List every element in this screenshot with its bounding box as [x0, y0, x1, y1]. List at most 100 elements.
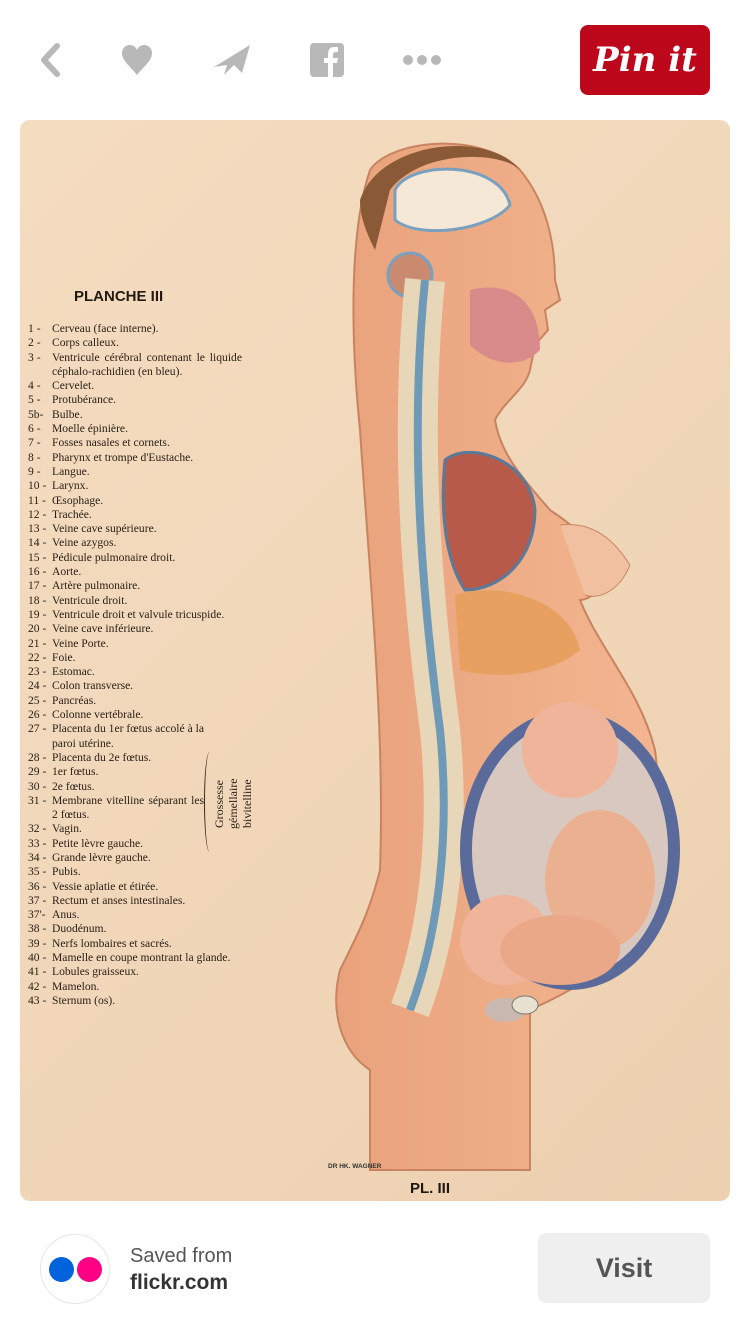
- legend-text: Placenta du 1er fœtus accolé à la paroi …: [52, 722, 204, 750]
- legend-number: 18 -: [28, 593, 47, 607]
- legend-item: 25 -Pancréas.: [28, 694, 254, 708]
- legend-text: Veine cave supérieure.: [52, 522, 157, 536]
- legend-item: 21 -Veine Porte.: [28, 637, 254, 651]
- legend-number: 8 -: [28, 450, 41, 464]
- legend-number: 26 -: [28, 708, 47, 722]
- legend-number: 13 -: [28, 522, 47, 536]
- legend-text: Lobules graisseux.: [52, 965, 139, 979]
- legend-item: 37'-Anus.: [28, 908, 254, 922]
- legend-text: Ventricule cérébral contenant le liquide…: [52, 350, 242, 378]
- legend-number: 19 -: [28, 607, 47, 621]
- legend-text: Membrane vitelline séparant les 2 fœtus.: [52, 793, 204, 822]
- legend-text: Larynx.: [52, 479, 89, 493]
- legend-number: 25 -: [28, 693, 47, 707]
- legend-number: 40 -: [28, 951, 47, 965]
- legend-text: Grande lèvre gauche.: [52, 850, 151, 864]
- legend-text: 2e fœtus.: [52, 779, 95, 793]
- legend-number: 11 -: [28, 493, 46, 507]
- visit-button[interactable]: Visit: [538, 1233, 710, 1303]
- fetus-head-1: [522, 702, 618, 798]
- legend-text: Fosses nasales et cornets.: [52, 436, 170, 450]
- legend-number: 32 -: [28, 822, 47, 836]
- legend-text: Aorte.: [52, 565, 82, 579]
- legend-text: Artère pulmonaire.: [52, 579, 141, 593]
- pin-footer: Saved from flickr.com Visit: [0, 1201, 750, 1334]
- legend-text: Ventricule droit et valvule tricuspide.: [52, 607, 225, 621]
- legend-item: 5b-Bulbe.: [28, 408, 254, 422]
- legend-item: 23 -Estomac.: [28, 665, 254, 679]
- legend-item: 38 -Duodénum.: [28, 922, 254, 936]
- facebook-icon[interactable]: [307, 40, 347, 80]
- plate-title: PLANCHE III: [74, 288, 164, 305]
- legend-item: 1 -Cerveau (face interne).: [28, 322, 254, 336]
- legend-text: Ventricule droit.: [52, 593, 128, 607]
- legend-item: 40 - Mamelle en coupe montrant la glande.: [28, 951, 254, 965]
- legend-text: Cervelet.: [52, 379, 95, 393]
- saved-from-label: Saved from: [130, 1245, 233, 1267]
- legend-number: 36 -: [28, 879, 47, 893]
- legend-text: Duodénum.: [52, 922, 107, 936]
- legend-number: 7 -: [28, 436, 41, 450]
- legend-item: 10 -Larynx.: [28, 479, 254, 493]
- legend-number: 23 -: [28, 665, 47, 679]
- legend-item: 35 -Pubis.: [28, 865, 254, 879]
- legend-text: Placenta du 2e fœtus.: [52, 750, 152, 764]
- legend-text: Petite lèvre gauche.: [52, 836, 144, 850]
- flickr-pink-dot-icon: [76, 1256, 102, 1282]
- legend-text: Corps calleux.: [52, 336, 119, 350]
- legend-item: 9 -Langue.: [28, 465, 254, 479]
- legend-item: 14 -Veine azygos.: [28, 536, 254, 550]
- heart-icon[interactable]: [117, 40, 157, 80]
- legend-number: 42 -: [28, 979, 47, 993]
- back-icon[interactable]: [30, 40, 70, 80]
- legend-item: 18 - Ventricule droit.: [28, 594, 254, 608]
- legend-number: 39 -: [28, 936, 47, 950]
- legend-number: 15 -: [28, 550, 47, 564]
- legend-item: 20 -Veine cave inférieure.: [28, 622, 254, 636]
- legend-number: 30 -: [28, 779, 47, 793]
- legend-text: Cerveau (face interne).: [52, 322, 159, 335]
- legend-number: 37'-: [28, 908, 46, 922]
- legend-number: 14 -: [28, 536, 47, 550]
- legend-item: 3 - Ventricule cérébral contenant le liqu…: [28, 351, 254, 380]
- legend-item: 30 - 2e fœtus.: [28, 780, 254, 794]
- more-icon[interactable]: [402, 40, 442, 80]
- spinal-cord: [406, 279, 448, 1012]
- send-icon[interactable]: [212, 40, 252, 80]
- source-domain[interactable]: flickr.com: [130, 1271, 229, 1294]
- source-avatar[interactable]: [40, 1234, 110, 1304]
- legend-item: 2 -Corps calleux.: [28, 336, 254, 350]
- legend-item: 34 - Grande lèvre gauche.: [28, 851, 254, 865]
- legend-text: 1er fœtus.: [52, 765, 99, 779]
- liver: [455, 590, 580, 675]
- pin-image[interactable]: PLANCHE III 1 -Cerveau (face interne).2 …: [20, 120, 730, 1201]
- top-toolbar: Pin it: [0, 0, 750, 120]
- legend-number: 12 -: [28, 507, 47, 521]
- legend-item: 43 -Sternum (os).: [28, 994, 254, 1008]
- legend-item: 26 - Colonne vertébrale.: [28, 708, 254, 722]
- legend-item: 42 - Mamelon.: [28, 980, 254, 994]
- bracket: [204, 752, 215, 852]
- legend-number: 4 -: [28, 379, 41, 393]
- pin-it-button[interactable]: Pin it: [580, 25, 710, 95]
- legend-text: Mamelle en coupe montrant la glande.: [52, 951, 231, 965]
- legend-number: 16 -: [28, 565, 47, 579]
- legend-text: Nerfs lombaires et sacrés.: [52, 936, 172, 950]
- legend-item: 32 -Vagin.: [28, 822, 254, 836]
- legend-text: Colonne vertébrale.: [52, 708, 144, 722]
- legend-text: Pubis.: [52, 865, 81, 879]
- legend-number: 3 -: [28, 350, 41, 364]
- legend-text: Bulbe.: [52, 407, 83, 421]
- legend-text: Trachée.: [52, 507, 92, 521]
- legend-item: 36 -Vessie aplatie et étirée.: [28, 880, 254, 894]
- legend-item: 13 - Veine cave supérieure.: [28, 522, 254, 536]
- legend-text: Mamelon.: [52, 979, 100, 993]
- legend-number: 6 -: [28, 422, 41, 436]
- legend-number: 34 -: [28, 850, 47, 864]
- legend-item: 11 -Œsophage.: [28, 494, 254, 508]
- legend-item: 12 - Trachée.: [28, 508, 254, 522]
- legend-number: 31 -: [28, 793, 47, 807]
- bladder: [511, 995, 539, 1015]
- legend-text: Pharynx et trompe d'Eustache.: [52, 450, 194, 464]
- legend-number: 17 -: [28, 579, 47, 593]
